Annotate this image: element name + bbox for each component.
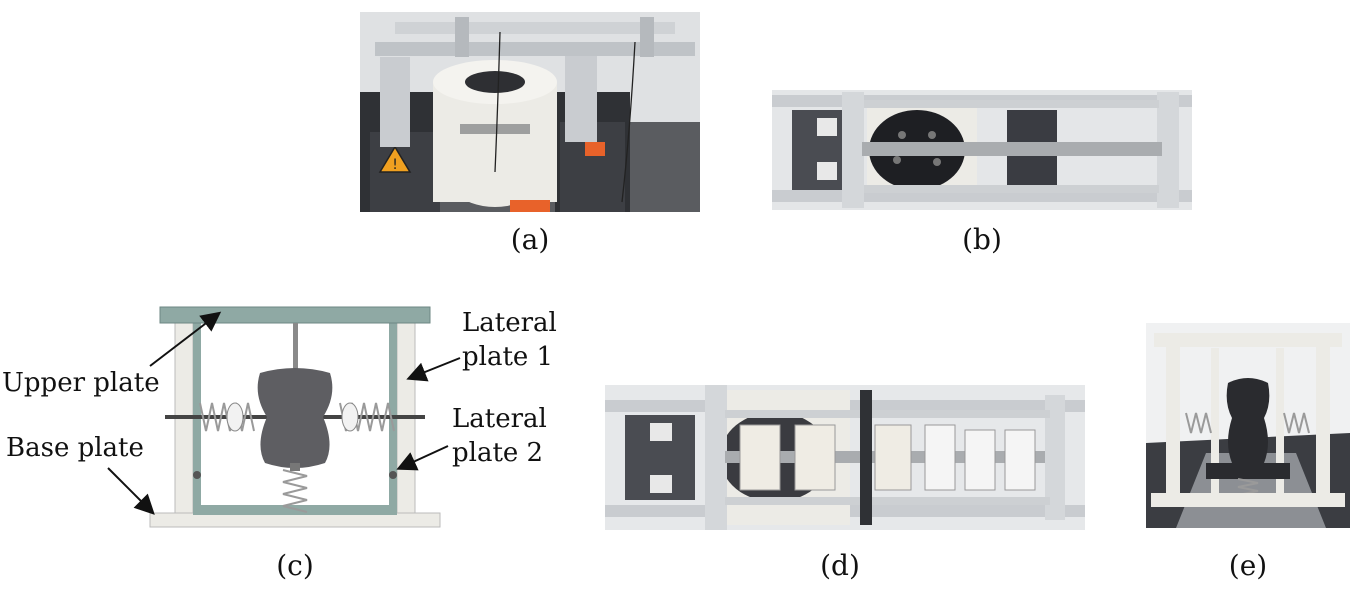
callout-lateral-plate-2: Lateral plate 2 — [452, 404, 547, 468]
shaker-photo: ! — [360, 12, 700, 212]
panel-label-c: (c) — [276, 549, 314, 582]
device-render — [149, 306, 441, 528]
panel-label-a: (a) — [510, 223, 550, 256]
photo-panel-a: ! — [360, 12, 700, 212]
callout-lateral-plate-1: Lateral plate 1 — [462, 308, 557, 372]
panel-label-b: (b) — [962, 223, 1002, 256]
multi-device-photo — [605, 385, 1085, 530]
panel-label-d: (d) — [820, 549, 860, 582]
photo-panel-c — [145, 305, 445, 530]
callout-upper-plate: Upper plate — [2, 368, 160, 398]
panel-label-e: (e) — [1228, 549, 1268, 582]
photo-panel-e — [1146, 323, 1350, 528]
photo-panel-b — [772, 90, 1192, 210]
photo-panel-d — [605, 385, 1085, 530]
beam-top-photo — [772, 90, 1192, 210]
callout-base-plate: Base plate — [6, 433, 144, 463]
device-perspective-photo — [1146, 323, 1350, 528]
svg-text:!: ! — [392, 157, 398, 173]
